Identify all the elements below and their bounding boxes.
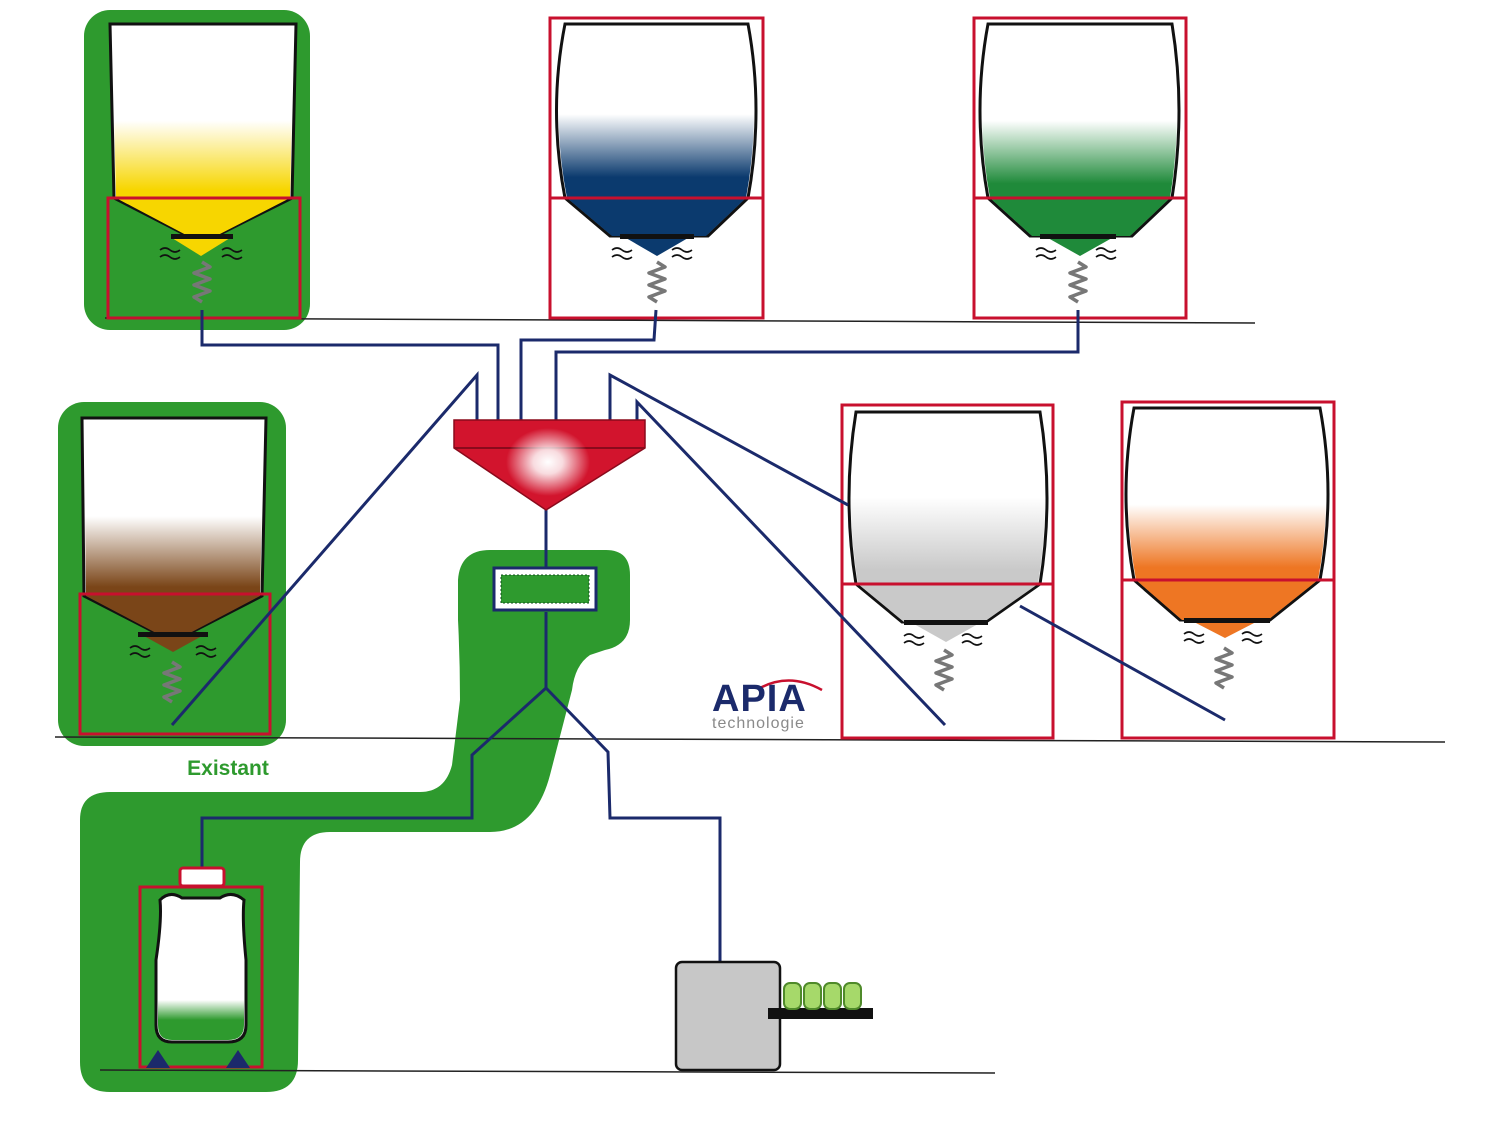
logo-swoosh (759, 679, 823, 692)
spring-feeder-icon (934, 648, 954, 692)
silo-outlet-plate (904, 620, 988, 625)
vibration-marks (1183, 631, 1263, 644)
container-icon (803, 982, 822, 1010)
spring-feeder-icon (162, 660, 182, 704)
pipe-to-machine (544, 686, 722, 962)
silo-orange (1120, 400, 1336, 740)
spring-feeder-icon (1214, 646, 1234, 690)
company-logo: APIA technologie (706, 668, 836, 738)
vibration-marks (611, 247, 693, 260)
logo-sub-text: technologie (712, 715, 805, 732)
silo-contents (982, 26, 1177, 236)
silo-green (972, 16, 1188, 320)
central-hopper (453, 419, 646, 511)
spring-feeder-icon (1068, 260, 1088, 304)
outlet-cone (626, 238, 688, 256)
pipe-silo-grey-side (608, 372, 849, 507)
silo-outlet-plate (1040, 234, 1116, 239)
silo-frame (1120, 400, 1336, 740)
silo-contents (851, 414, 1045, 622)
hopper-glow (506, 428, 590, 496)
silo-outlet-plate (171, 234, 233, 239)
vibration-marks (129, 645, 217, 658)
machine-icon (674, 960, 782, 1072)
packaging-machine (674, 960, 873, 1072)
pipe-silo-yellow (200, 310, 500, 420)
outlet-cone (1048, 238, 1112, 256)
floor-line-lower (99, 1069, 996, 1074)
silo-contents (112, 26, 294, 236)
silo-outlet-plate (138, 632, 208, 637)
silo-frame (972, 16, 1188, 320)
silo-contents (558, 26, 754, 236)
scale-foot-left (146, 1050, 170, 1068)
big-bag-inlet (178, 866, 226, 888)
silo-frame (840, 403, 1055, 740)
floor-line-middle (54, 736, 1446, 743)
pipe-silo-brown (170, 370, 479, 726)
pipe-silo-orange (1019, 604, 1226, 722)
container-icon (843, 982, 862, 1010)
sieve-mesh (500, 574, 590, 604)
silo-brown (78, 416, 272, 736)
vibration-marks (159, 247, 243, 260)
pipes (170, 309, 1226, 962)
scale-foot-right (226, 1050, 250, 1068)
spring-feeder-icon (647, 260, 667, 304)
logo-main-text: APIA (712, 678, 807, 720)
silo-frame (78, 592, 272, 736)
silo-outlet-plate (1184, 618, 1270, 623)
output-conveyor (768, 1008, 873, 1019)
container-icon (783, 982, 802, 1010)
vibration-marks (1035, 247, 1117, 260)
silo-frame (106, 196, 302, 320)
silo-grey (840, 403, 1055, 740)
pipe-silo-green (554, 310, 1080, 420)
big-bag-station (138, 866, 264, 1069)
pipe-silo-grey (635, 398, 947, 727)
sieve (492, 566, 598, 612)
vibration-marks (903, 633, 983, 646)
pipe-silo-blue (519, 309, 658, 420)
silo-contents (84, 420, 264, 634)
silo-outlet-plate (620, 234, 694, 239)
silo-yellow (106, 22, 302, 320)
outlet-cone (144, 636, 202, 652)
outlet-cone (1194, 622, 1256, 638)
pipe-to-bigbag (200, 686, 548, 868)
outlet-cone (172, 238, 230, 256)
existing-zone-label: Existant (187, 757, 269, 780)
big-bag-contents (158, 960, 244, 1040)
outlet-cone (914, 624, 978, 642)
silo-blue (548, 16, 765, 320)
silo-contents (1128, 410, 1326, 620)
spring-feeder-icon (192, 260, 212, 304)
container-icon (823, 982, 842, 1010)
